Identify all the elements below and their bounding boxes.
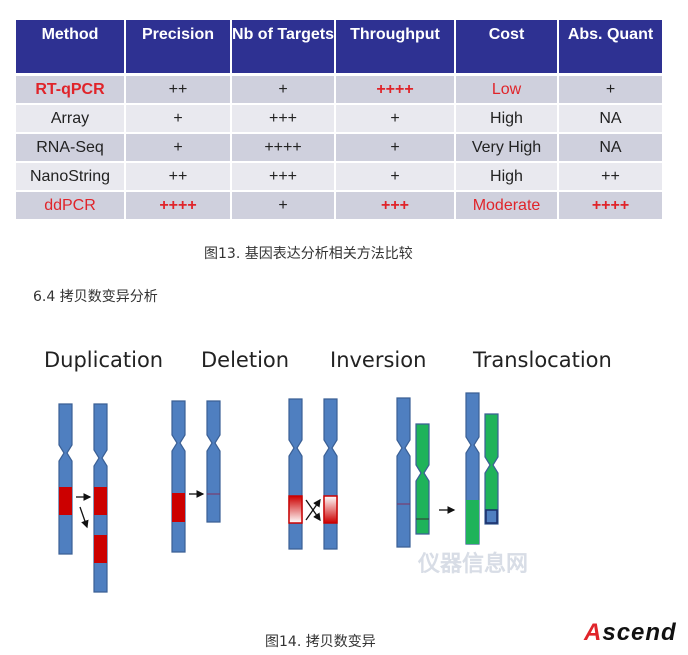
chromosome — [58, 403, 73, 555]
table-cell: + — [335, 104, 456, 134]
title-duplication: Duplication — [44, 348, 164, 372]
column-header: Method — [16, 20, 126, 76]
table-cell: High — [455, 104, 559, 134]
table-row: ddPCR++++++++Moderate++++ — [16, 191, 664, 221]
table-cell: ++ — [125, 162, 232, 192]
table-cell: + — [335, 162, 456, 192]
deleted-band — [172, 493, 185, 522]
duplicated-band — [94, 535, 107, 563]
table-cell: NanoString — [16, 162, 126, 192]
table-cell: ++++ — [335, 74, 456, 105]
table-cell: RT-qPCR — [16, 74, 126, 105]
figure-14-caption: 图14. 拷贝数变异 — [265, 634, 376, 650]
title-translocation: Translocation — [473, 348, 612, 372]
chromosome — [288, 398, 303, 550]
chromosome-green — [484, 413, 499, 525]
table-cell: ++++ — [231, 133, 336, 163]
table-cell: +++ — [231, 162, 336, 192]
table-cell: ddPCR — [16, 191, 126, 221]
chromosome — [171, 400, 186, 553]
table-cell: Very High — [455, 133, 559, 163]
figure-13-caption: 图13. 基因表达分析相关方法比较 — [204, 246, 413, 262]
title-deletion: Deletion — [201, 348, 290, 372]
table-cell: + — [231, 74, 336, 105]
table-cell: +++ — [335, 191, 456, 221]
table-row: RT-qPCR+++++++Low+ — [16, 74, 664, 105]
chromosome — [206, 400, 221, 523]
duplicated-band — [59, 487, 72, 515]
table-cell: ++++ — [125, 191, 232, 221]
table-cell: NA — [558, 133, 664, 163]
column-header: Abs. Quant — [558, 20, 664, 76]
arrow-icon — [79, 506, 89, 529]
table-cell: + — [231, 191, 336, 221]
watermark: 仪器信息网 — [418, 551, 529, 576]
translocated-segment — [466, 500, 479, 544]
chromosome — [396, 397, 411, 548]
inverted-band — [323, 495, 338, 524]
table-cell: RNA-Seq — [16, 133, 126, 163]
table-cell: Low — [455, 74, 559, 105]
section-heading: 6.4 拷贝数变异分析 — [33, 289, 158, 305]
table-cell: + — [125, 104, 232, 134]
table-cell: ++ — [558, 162, 664, 192]
arrow-icon — [305, 498, 321, 521]
ascend-logo: Ascend — [584, 619, 677, 646]
title-inversion: Inversion — [330, 348, 427, 372]
table-cell: NA — [558, 104, 664, 134]
chromosome — [323, 398, 338, 550]
table-cell: ++++ — [558, 191, 664, 221]
table-cell: + — [558, 74, 664, 105]
column-header: Precision — [125, 20, 232, 76]
table-cell: Array — [16, 104, 126, 134]
table-cell: Moderate — [455, 191, 559, 221]
duplicated-band — [94, 487, 107, 515]
table-cell: + — [125, 133, 232, 163]
table-cell: + — [335, 133, 456, 163]
column-header: Nb of Targets — [231, 20, 336, 76]
table-cell: ++ — [125, 74, 232, 105]
inverted-band — [288, 495, 303, 524]
chromosome-green — [415, 423, 430, 535]
column-header: Throughput — [335, 20, 456, 76]
translocated-segment — [485, 509, 498, 524]
column-header: Cost — [455, 20, 559, 76]
table-cell: +++ — [231, 104, 336, 134]
table-row: NanoString++++++High++ — [16, 162, 664, 192]
table-cell: High — [455, 162, 559, 192]
